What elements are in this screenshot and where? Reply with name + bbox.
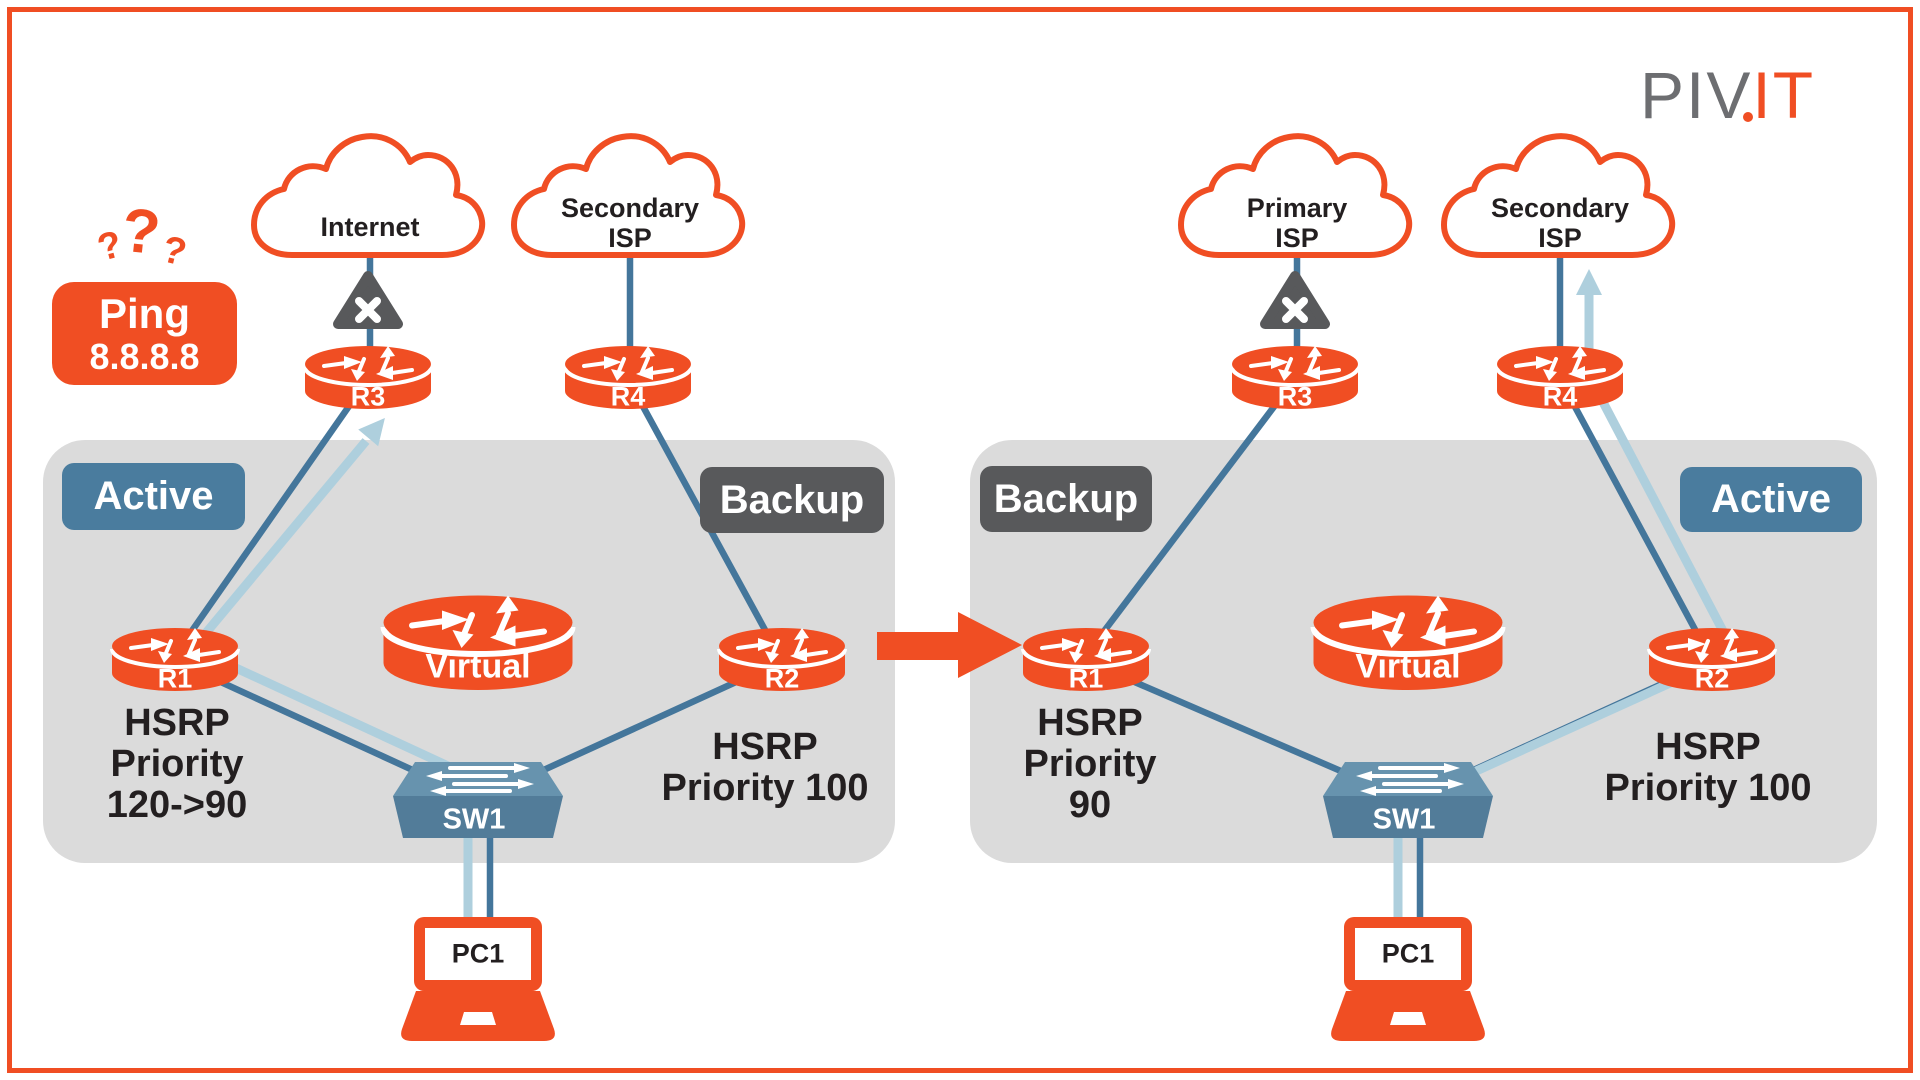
hsrp-line: HSRP	[124, 702, 230, 744]
hsrp-line: HSRP	[1655, 726, 1761, 768]
hsrp-line: Priority	[1023, 743, 1157, 785]
link-r4-r2	[1557, 377, 1715, 663]
router-r1-label: R1	[157, 663, 193, 694]
pc1-label: PC1	[451, 938, 505, 969]
router-r2-label: R2	[764, 663, 800, 694]
router-r3-label: R3	[1277, 381, 1313, 412]
active-badge: Active	[1680, 467, 1862, 532]
question-mark-icon: ?	[118, 195, 164, 269]
ping-callout: Ping 8.8.8.8	[52, 282, 237, 385]
transition-arrow	[877, 612, 1022, 678]
router-r2-label: R2	[1694, 663, 1730, 694]
router-r1-label: R1	[1068, 663, 1104, 694]
secondary-isp-cloud-label: Secondary ISP	[1491, 193, 1629, 253]
link-r1-r3	[172, 377, 371, 657]
hsrp-line: 120->90	[106, 784, 248, 826]
switch-sw1-label: SW1	[442, 803, 506, 836]
active-badge: Active	[62, 463, 245, 530]
logo-dot-icon	[1743, 112, 1753, 122]
router-virtual-label: Virtual	[425, 647, 531, 686]
logo-text-gray: PIV	[1640, 58, 1753, 132]
cloud-label-line: Secondary	[1490, 193, 1630, 223]
hsrp-priority-r2: HSRP Priority 100	[1568, 727, 1848, 809]
pc1-label: PC1	[1381, 938, 1435, 969]
traffic-arrowhead-right	[1576, 269, 1602, 295]
pivit-logo: PIVIT	[1640, 62, 1815, 128]
cloud-label-line: ISP	[1275, 223, 1319, 253]
hsrp-priority-r2: HSRP Priority 100	[625, 727, 905, 809]
hsrp-line: 90	[1068, 784, 1112, 826]
hsrp-priority-r1: HSRP Priority 90	[950, 703, 1230, 826]
backup-badge: Backup	[700, 467, 884, 533]
hsrp-line: Priority	[110, 743, 244, 785]
router-r3-label: R3	[350, 381, 386, 412]
traffic-r2-r4	[1590, 382, 1738, 655]
traffic-r1-r3	[186, 438, 370, 655]
hsrp-line: HSRP	[1037, 702, 1143, 744]
backup-badge: Backup	[980, 466, 1152, 532]
router-r4-label: R4	[1542, 381, 1578, 412]
link-failure-icon	[1265, 276, 1325, 324]
router-virtual-label: Virtual	[1355, 647, 1461, 686]
pc1-laptop	[401, 917, 555, 1041]
primary-isp-cloud-label: Primary ISP	[1247, 193, 1348, 253]
link-failure-icon	[338, 276, 398, 324]
ping-callout-line: Ping	[99, 289, 190, 337]
hsrp-line: Priority 100	[661, 767, 869, 809]
cloud-label-line: Primary	[1246, 193, 1348, 223]
logo-text-orange: IT	[1752, 58, 1816, 132]
switch-sw1-label: SW1	[1372, 803, 1436, 836]
hsrp-line: Priority 100	[1604, 767, 1812, 809]
ping-callout-line: 8.8.8.8	[89, 335, 200, 377]
cloud-label-line: ISP	[608, 223, 652, 253]
link-r1-r3	[1083, 377, 1298, 657]
hsrp-line: HSRP	[712, 726, 818, 768]
hsrp-priority-r1: HSRP Priority 120->90	[37, 703, 317, 826]
secondary-isp-cloud-label: Secondary ISP	[561, 193, 699, 253]
router-r4-label: R4	[610, 381, 646, 412]
cloud-label-line: Secondary	[560, 193, 700, 223]
internet-cloud-label: Internet	[320, 212, 420, 242]
cloud-label-line: ISP	[1538, 223, 1582, 253]
pc1-laptop	[1331, 917, 1485, 1041]
